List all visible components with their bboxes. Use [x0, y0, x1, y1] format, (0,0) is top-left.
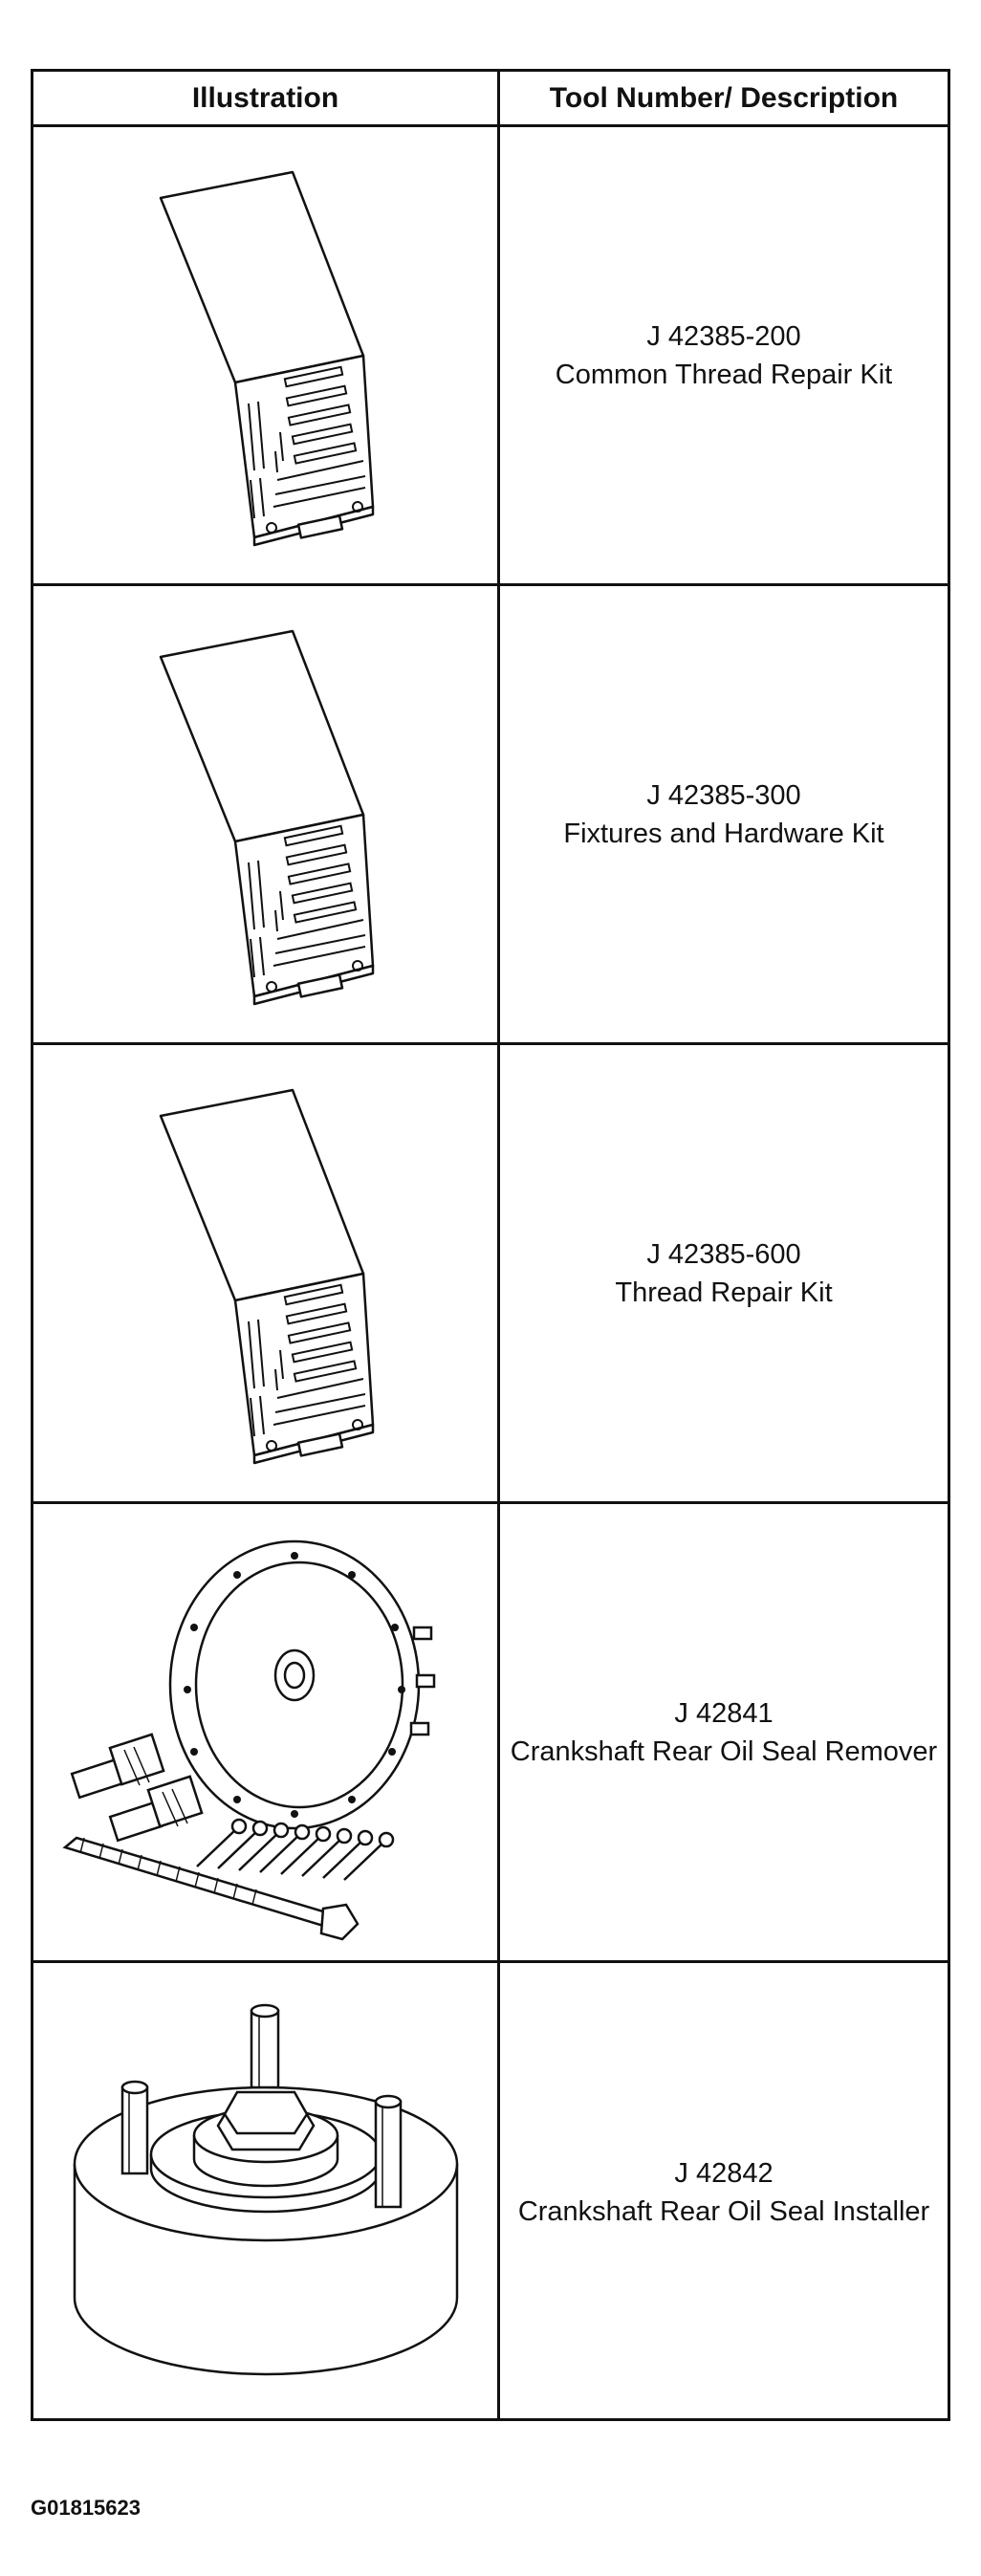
illustration-cell — [33, 127, 497, 583]
tool-table: Illustration Tool Number/ Description — [31, 69, 950, 2421]
table-row: J 42842 Crankshaft Rear Oil Seal Install… — [33, 1963, 948, 2422]
hardware-kit-case-icon — [159, 629, 374, 1005]
description-cell: J 42385-600 Thread Repair Kit — [500, 1045, 948, 1501]
tool-description: Crankshaft Rear Oil Seal Remover — [510, 1736, 938, 1767]
table-row: J 42385-600 Thread Repair Kit — [33, 1045, 948, 1504]
description-cell: J 42385-200 Common Thread Repair Kit — [500, 127, 948, 583]
table-row: J 42385-300 Fixtures and Hardware Kit — [33, 586, 948, 1045]
oil-seal-installer-icon — [73, 2003, 458, 2376]
tool-description: Crankshaft Rear Oil Seal Installer — [517, 2196, 930, 2227]
illustration-cell — [33, 1504, 497, 1960]
description-cell: J 42385-300 Fixtures and Hardware Kit — [500, 586, 948, 1042]
table-header: Illustration Tool Number/ Description — [33, 72, 948, 127]
tool-description: Common Thread Repair Kit — [555, 359, 893, 390]
figure-caption: G01815623 — [31, 2496, 141, 2520]
table-row: J 42385-200 Common Thread Repair Kit — [33, 127, 948, 586]
thread-repair-kit-case-icon — [159, 170, 374, 546]
illustration-cell — [33, 1963, 497, 2422]
tool-description: Fixtures and Hardware Kit — [563, 818, 884, 849]
header-tool-description: Tool Number/ Description — [549, 82, 899, 114]
tool-number: J 42841 — [674, 1697, 774, 1729]
illustration-cell — [33, 1045, 497, 1501]
tool-description: Thread Repair Kit — [615, 1277, 833, 1308]
description-cell: J 42841 Crankshaft Rear Oil Seal Remover — [500, 1504, 948, 1960]
illustration-cell — [33, 586, 497, 1042]
tool-number: J 42842 — [674, 2158, 774, 2189]
column-divider — [497, 72, 500, 2418]
thread-repair-kit-case-icon — [159, 1088, 374, 1464]
tool-number: J 42385-600 — [646, 1238, 801, 1270]
header-illustration: Illustration — [191, 82, 339, 114]
table-row: J 42841 Crankshaft Rear Oil Seal Remover — [33, 1504, 948, 1963]
oil-seal-remover-icon — [61, 1539, 435, 1940]
tool-number: J 42385-200 — [646, 320, 801, 352]
tool-number: J 42385-300 — [646, 779, 801, 811]
description-cell: J 42842 Crankshaft Rear Oil Seal Install… — [500, 1963, 948, 2422]
